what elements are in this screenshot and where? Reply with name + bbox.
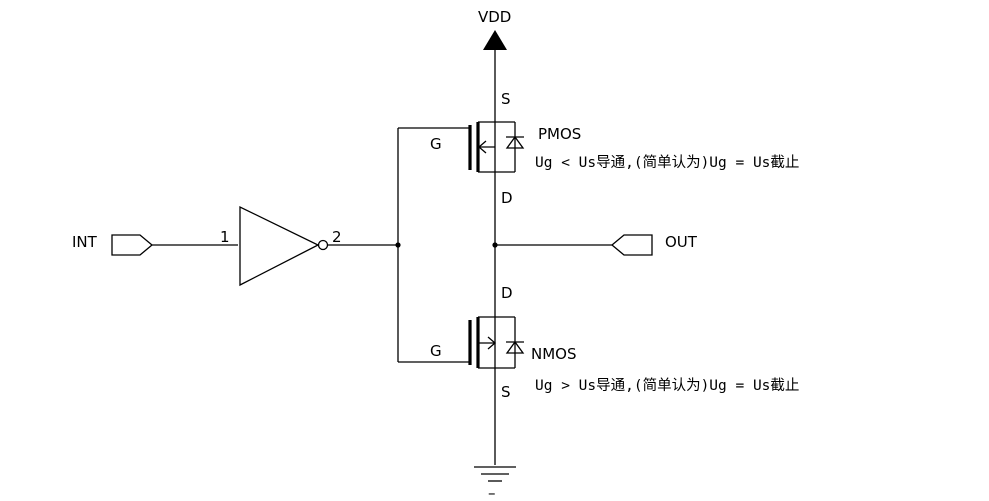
gate-junction-dot <box>395 242 401 248</box>
pmos-drain-label: D <box>501 189 513 207</box>
vdd-supply: VDD <box>478 8 511 122</box>
pmos-diode-icon <box>505 135 525 149</box>
inverter-triangle-icon <box>239 205 320 287</box>
inverter-pin-in: 1 <box>220 228 230 246</box>
pmos-note: Ug < Us导通,(简单认为)Ug = Us截止 <box>535 154 799 171</box>
nmos-name: NMOS <box>531 345 577 363</box>
pmos-gate-label: G <box>430 135 442 153</box>
inverter-pin-out: 2 <box>332 228 342 246</box>
ground-symbol: – <box>474 466 516 501</box>
nmos-note: Ug > Us导通,(简单认为)Ug = Us截止 <box>535 377 799 394</box>
input-port-label: INT <box>72 233 98 251</box>
nmos-drain-label: D <box>501 284 513 302</box>
inverter: 1 2 <box>220 205 398 287</box>
input-port: INT <box>72 233 238 256</box>
inverter-bubble-icon <box>317 239 329 251</box>
gate-bus <box>395 127 470 363</box>
vdd-arrow-icon <box>483 30 507 50</box>
vdd-label: VDD <box>478 8 511 26</box>
pmos-name: PMOS <box>538 125 581 143</box>
input-port-icon <box>111 234 154 256</box>
pmos-source-label: S <box>501 90 511 108</box>
nmos-gate-label: G <box>430 342 442 360</box>
nmos-transistor: D G S NMOS Ug > Us导通,(简单认为)Ug = Us截止 <box>430 245 799 465</box>
nmos-source-label: S <box>501 383 511 401</box>
output-node: OUT <box>492 233 698 256</box>
pmos-arrow-icon <box>478 140 487 154</box>
output-port-icon <box>610 234 653 256</box>
ground-mark: – <box>488 484 496 501</box>
pmos-transistor: S G D PMOS Ug < Us导通,(简单认为)Ug = Us截止 <box>430 90 799 245</box>
output-port-label: OUT <box>665 233 698 251</box>
nmos-diode-icon <box>505 340 525 354</box>
